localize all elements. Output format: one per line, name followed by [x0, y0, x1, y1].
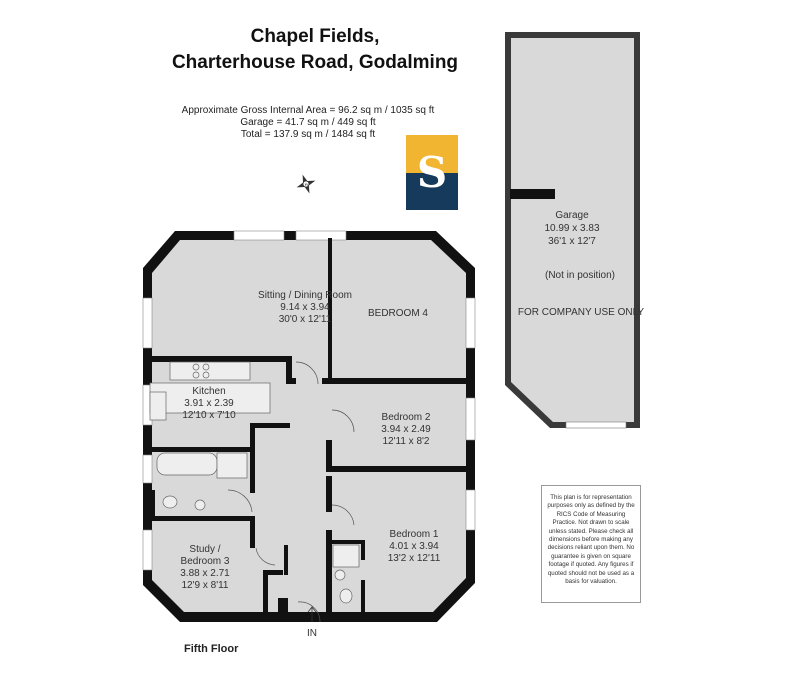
- logo-letter: S: [417, 148, 447, 197]
- sitting-imperial: 30'0 x 12'11: [279, 314, 332, 325]
- bedroom2-name: Bedroom 2: [382, 412, 431, 423]
- sitting-name: Sitting / Dining Room: [258, 290, 352, 301]
- sitting-metric: 9.14 x 3.94: [280, 302, 330, 313]
- garage-metric: 10.99 x 3.83: [544, 223, 599, 234]
- bedroom1-metric: 4.01 x 3.94: [389, 541, 439, 552]
- entrance-arrow-icon: [307, 606, 317, 622]
- garage-area: Garage = 41.7 sq m / 449 sq ft: [240, 117, 376, 128]
- entrance-label: IN: [307, 628, 317, 639]
- bedroom1-imperial: 13'2 x 12'11: [388, 553, 441, 564]
- garage-note: (Not in position): [545, 270, 615, 281]
- title-line-2: Charterhouse Road, Godalming: [172, 52, 458, 73]
- kitchen-name: Kitchen: [192, 386, 225, 397]
- garage-door: [565, 421, 627, 429]
- bedroom1-name: Bedroom 1: [390, 529, 439, 540]
- compass-icon: N: [296, 174, 316, 194]
- svg-text:N: N: [304, 182, 309, 188]
- garage-name: Garage: [555, 210, 589, 221]
- kitchen-imperial: 12'10 x 7'10: [182, 410, 236, 421]
- agency-logo: S: [406, 135, 458, 210]
- disclaimer: This plan is for representation purposes…: [541, 485, 641, 603]
- kitchen-metric: 3.91 x 2.39: [184, 398, 234, 409]
- study-name-2: Bedroom 3: [181, 556, 230, 567]
- bedroom4-name: BEDROOM 4: [368, 308, 428, 319]
- garage-imperial: 36'1 x 12'7: [548, 236, 596, 247]
- floor-label: Fifth Floor: [184, 643, 239, 655]
- total-area: Total = 137.9 sq m / 1484 sq ft: [241, 129, 375, 140]
- study-imperial: 12'9 x 8'11: [181, 580, 228, 591]
- bedroom2-metric: 3.94 x 2.49: [381, 424, 431, 435]
- study-name-1: Study /: [189, 544, 220, 555]
- garage-plan: Garage 10.99 x 3.83 36'1 x 12'7 (Not in …: [505, 32, 644, 429]
- flat-plan: Sitting / Dining Room 9.14 x 3.94 30'0 x…: [142, 230, 476, 639]
- garage-use: FOR COMPANY USE ONLY: [518, 307, 644, 318]
- gross-area: Approximate Gross Internal Area = 96.2 s…: [182, 105, 435, 116]
- title-line-1: Chapel Fields,: [251, 26, 380, 47]
- study-metric: 3.88 x 2.71: [180, 568, 230, 579]
- bedroom2-imperial: 12'11 x 8'2: [382, 436, 429, 447]
